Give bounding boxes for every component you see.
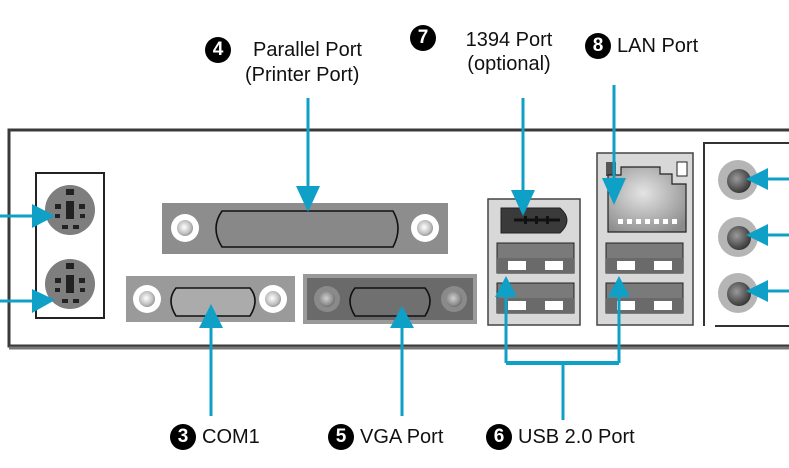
callout-com1: 3 COM1 [170, 424, 260, 450]
callout-number-badge: 6 [486, 424, 512, 450]
callout-label: LAN Port [617, 35, 699, 57]
audio-jack-2 [718, 217, 758, 257]
callout-vga-port: 5 VGA Port [328, 424, 443, 450]
callout-sublabel: (Printer Port) [245, 64, 360, 86]
parallel-port [162, 203, 448, 254]
ps2-ports [35, 172, 105, 319]
arrow-audio-3 [746, 280, 789, 302]
callout-1394-badge: 7 [410, 25, 442, 51]
arrow-audio-2 [746, 224, 789, 246]
ps2-keyboard-port [45, 259, 95, 309]
callout-number-badge: 8 [585, 33, 611, 59]
arrow-audio-1 [746, 168, 789, 190]
callout-number-badge: 7 [410, 25, 436, 51]
callout-lan-port: 8 LAN Port [585, 33, 698, 59]
audio-jacks [703, 142, 789, 327]
usb-port-left-top [496, 242, 575, 274]
ieee1394-usb-stack [487, 198, 581, 326]
arrow-com1 [199, 304, 223, 416]
callout-parallel-port-sub: (Printer Port) [245, 63, 359, 87]
usb-port-right-top [605, 242, 684, 274]
callout-label: USB 2.0 Port [518, 426, 635, 448]
arrow-vga [390, 306, 414, 416]
ieee1394-port [500, 207, 568, 234]
usb-bracket [506, 361, 619, 420]
callout-usb-port: 6 USB 2.0 Port [486, 424, 635, 450]
callout-label: Parallel Port [253, 39, 362, 61]
vga-port [303, 274, 477, 324]
arrow-ps2-mouse [0, 204, 55, 228]
callout-number-badge: 3 [170, 424, 196, 450]
pointer-arrows [0, 85, 789, 420]
callout-number-badge: 5 [328, 424, 354, 450]
arrow-parallel [296, 98, 320, 212]
callout-label: COM1 [202, 426, 260, 448]
callout-1394-port: 1394 Port (optional) [460, 28, 558, 76]
audio-jack-3 [718, 273, 758, 313]
callout-sublabel: (optional) [467, 53, 551, 75]
ps2-mouse-port [45, 185, 95, 235]
arrow-usb-right [608, 276, 630, 363]
arrow-lan [602, 85, 626, 205]
callout-number-badge: 4 [205, 37, 231, 63]
rj45-lan-port [606, 161, 688, 233]
arrow-1394 [511, 98, 535, 216]
callout-label: 1394 Port [465, 29, 553, 51]
callout-label: VGA Port [360, 426, 444, 448]
arrow-ps2-keyboard [0, 289, 55, 313]
audio-jack-1 [718, 160, 758, 200]
arrow-usb-left [495, 276, 517, 363]
callout-parallel-port: 4 Parallel Port [205, 37, 362, 63]
